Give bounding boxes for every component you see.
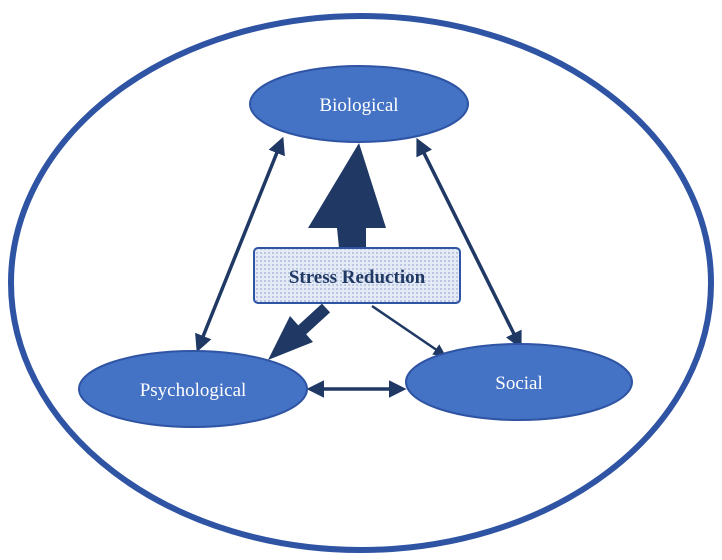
node-psychological-label: Psychological [140,380,247,401]
center-box-stress-reduction: Stress Reduction [253,247,461,304]
node-biological-label: Biological [319,95,398,116]
outer-ring [8,13,714,553]
arrow-biological-psychological [195,136,285,353]
big-arrow-to-biological [308,143,386,248]
thin-arrow-to-social [371,304,447,357]
node-biological: Biological [249,65,469,143]
node-social-label: Social [495,373,543,394]
thick-arrow-shaft-to-psychological [297,303,331,335]
node-psychological: Psychological [78,350,308,428]
center-label: Stress Reduction [289,267,426,288]
thick-arrowhead-to-psychological [268,316,313,360]
arrow-biological-social [416,137,522,350]
node-social: Social [405,343,633,421]
